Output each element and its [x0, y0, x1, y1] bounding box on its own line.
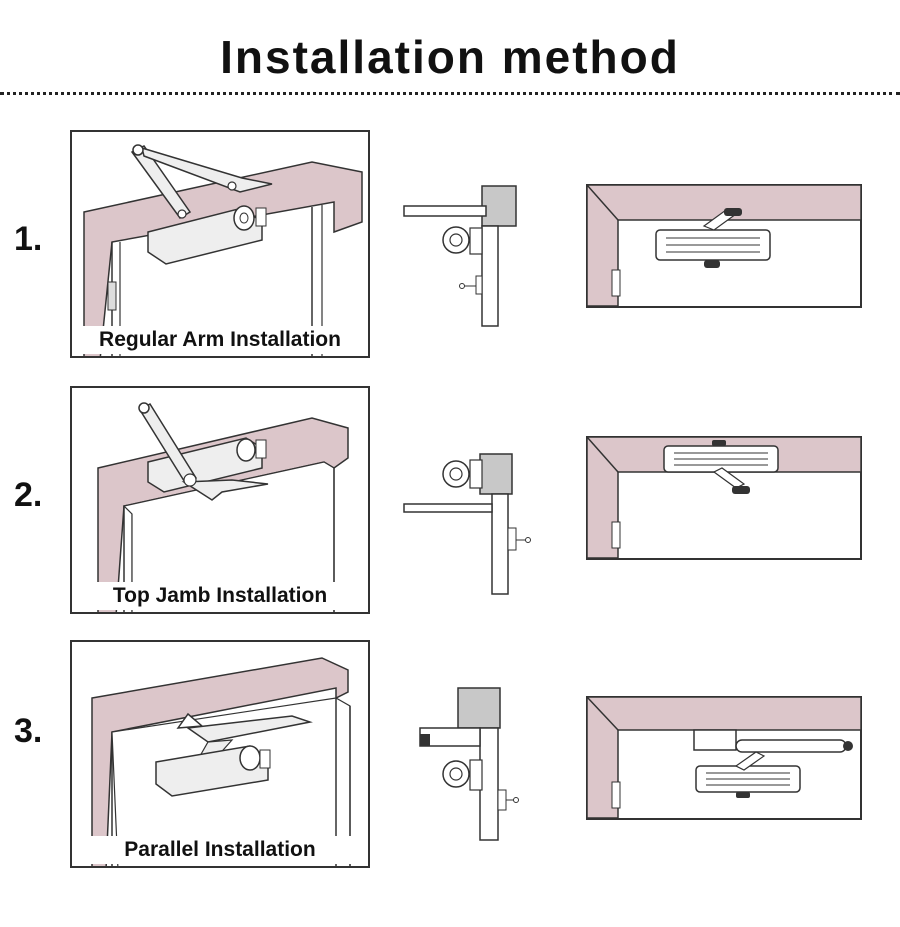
regular-arm-illustration: Regular Arm Installation — [70, 130, 370, 358]
dotted-divider — [0, 92, 900, 95]
top-jamb-illustration: Top Jamb Installation — [70, 386, 370, 614]
parallel-illustration: Parallel Installation — [70, 640, 370, 868]
step-number-3: 3. — [14, 712, 43, 750]
caption-top-jamb: Top Jamb Installation — [72, 582, 368, 610]
caption-parallel: Parallel Installation — [72, 836, 368, 864]
parallel-top-view — [586, 696, 862, 820]
caption-regular-arm: Regular Arm Installation — [72, 326, 368, 354]
page-title: Installation method — [220, 31, 680, 83]
parallel-side-view — [400, 684, 540, 844]
regular-arm-top-view — [586, 184, 862, 308]
top-jamb-side-view — [400, 440, 540, 600]
regular-arm-side-view — [400, 180, 540, 340]
top-jamb-top-view — [586, 436, 862, 560]
step-number-2: 2. — [14, 476, 43, 514]
step-number-1: 1. — [14, 220, 43, 258]
